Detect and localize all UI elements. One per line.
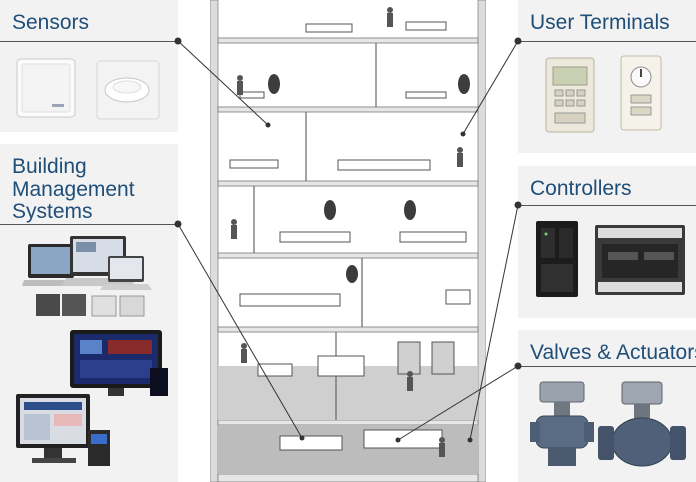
laptops-icon (22, 236, 152, 317)
controller-unit-icon (536, 221, 578, 297)
desktop-workstation-icon (16, 394, 110, 466)
building-cross-section (210, 0, 486, 482)
controllers-underline (518, 205, 696, 206)
dial-terminal-icon (620, 55, 662, 131)
user-terminals-title: User Terminals (530, 11, 670, 34)
valve-actuator-small-icon (530, 381, 594, 466)
controllers-title: Controllers (530, 177, 632, 200)
user-terminals-underline (518, 41, 696, 42)
bms-title-line3: Systems (12, 200, 93, 223)
thermostat-terminal-icon (545, 57, 595, 133)
bms-underline (0, 224, 178, 225)
wall-sensor-icon (16, 58, 76, 118)
ceiling-sensor-icon (96, 60, 160, 120)
bms-title-line1: Building (12, 155, 87, 178)
valves-underline (518, 366, 696, 367)
sensors-underline (0, 41, 178, 42)
bms-monitor-icon (70, 330, 168, 396)
sensors-title: Sensors (12, 11, 90, 34)
bms-title-line2: Management (12, 178, 135, 201)
valve-actuator-large-icon (598, 381, 686, 467)
io-module-icon (595, 225, 685, 295)
valves-title: Valves & Actuators (530, 341, 696, 364)
